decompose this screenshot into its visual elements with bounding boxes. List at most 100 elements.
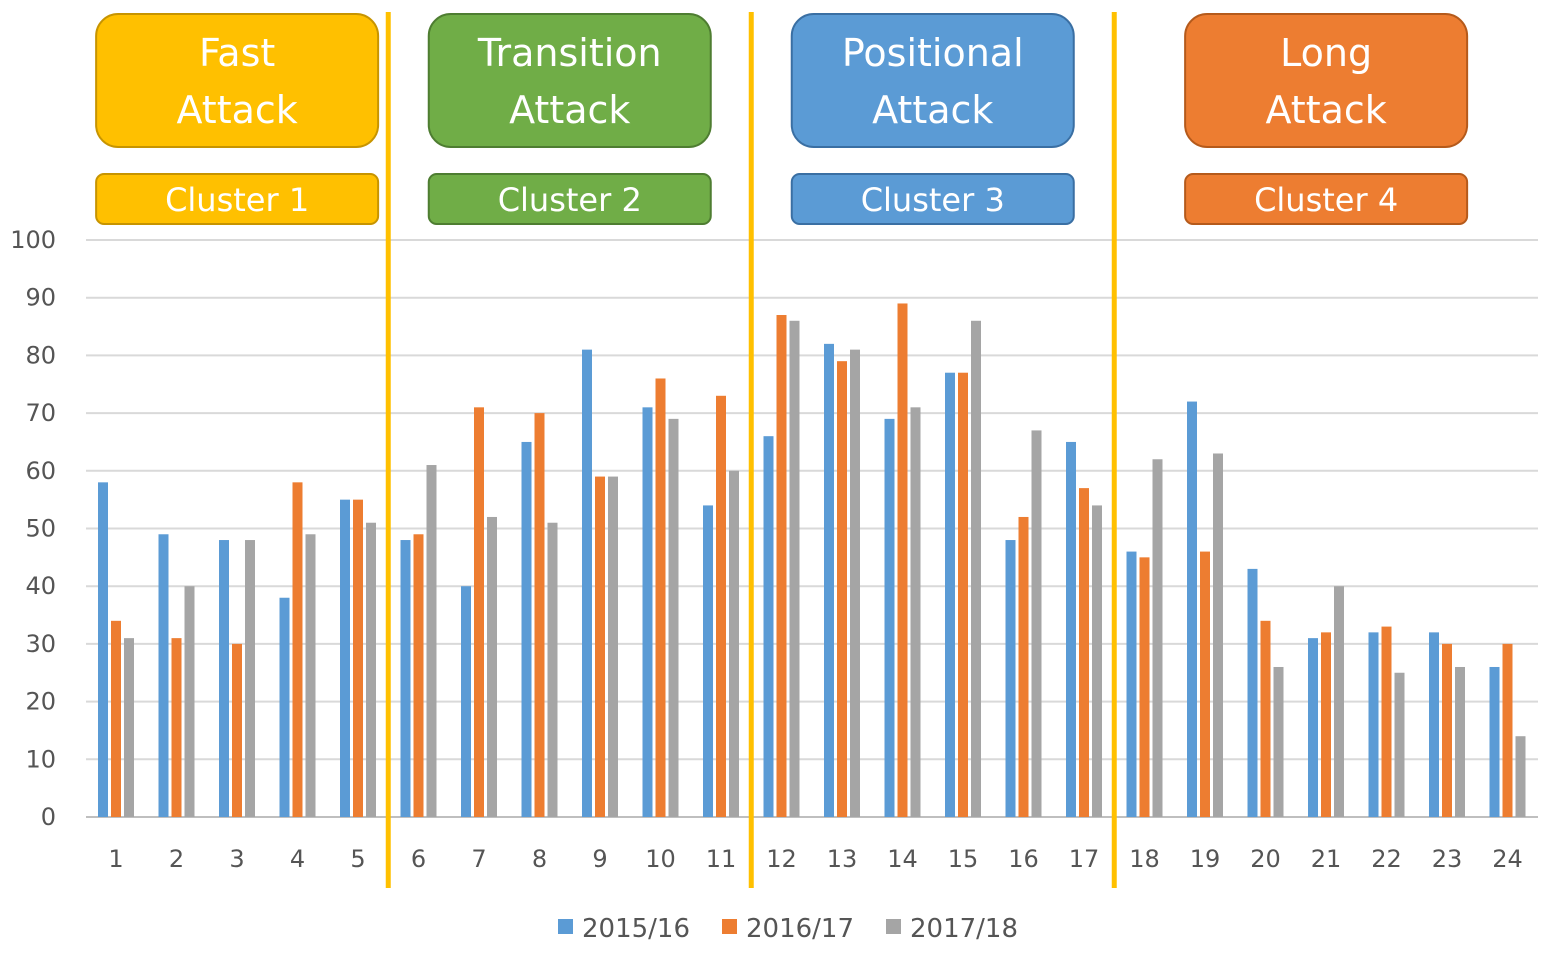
bar: [1502, 643, 1513, 817]
cluster-label: Cluster 2: [498, 181, 642, 219]
x-tick-label: 18: [1129, 845, 1160, 873]
y-tick-label: 20: [25, 688, 56, 716]
x-tick-label: 5: [350, 845, 365, 873]
x-tick-label: 9: [592, 845, 607, 873]
bar: [1092, 505, 1102, 817]
x-tick-label: 7: [471, 845, 486, 873]
bar: [1247, 568, 1258, 817]
bar: [1455, 666, 1465, 817]
x-tick-label: 17: [1069, 845, 1100, 873]
bar: [776, 315, 787, 817]
bar: [971, 320, 981, 817]
x-tick-label: 6: [411, 845, 426, 873]
cluster-label: Cluster 1: [165, 181, 309, 219]
y-tick-label: 10: [25, 745, 56, 773]
bar: [958, 372, 968, 817]
phase-title-line1: Long: [1280, 31, 1372, 75]
x-tick-label: 23: [1432, 845, 1463, 873]
bar: [1321, 632, 1331, 817]
x-tick-label: 24: [1492, 845, 1523, 873]
legend-swatch: [886, 919, 901, 934]
bar: [158, 534, 169, 817]
bar: [1394, 672, 1405, 817]
bar: [716, 395, 726, 817]
bar: [547, 522, 558, 817]
bar: [184, 586, 195, 817]
bar: [461, 586, 471, 817]
bar: [910, 407, 921, 817]
phase-title-line2: Attack: [176, 88, 297, 132]
bar: [608, 476, 618, 817]
legend-swatch: [558, 919, 573, 934]
bar: [1139, 557, 1150, 817]
bar: [884, 418, 895, 817]
x-tick-label: 11: [706, 845, 737, 873]
bar: [1489, 666, 1500, 817]
bar: [1381, 626, 1392, 817]
bar: [789, 320, 800, 817]
phase-title-line2: Attack: [872, 88, 993, 132]
bar: [487, 516, 497, 817]
x-tick-label: 20: [1250, 845, 1281, 873]
bar: [98, 482, 108, 817]
x-tick-label: 13: [827, 845, 858, 873]
bar: [850, 349, 860, 817]
phase-box: [790, 13, 1075, 148]
bar: [1260, 620, 1271, 817]
y-tick-label: 30: [25, 630, 56, 658]
bar: [1018, 516, 1029, 817]
bar: [426, 465, 437, 817]
bar: [340, 499, 350, 817]
cluster-box: [427, 173, 712, 225]
bar: [1429, 632, 1439, 817]
phase-title-line1: Transition: [477, 31, 662, 75]
cluster-box: [95, 173, 380, 225]
legend-label: 2015/16: [582, 914, 690, 944]
bar: [1200, 551, 1210, 817]
bar: [763, 436, 774, 817]
bar: [582, 349, 592, 817]
bar: [1308, 638, 1318, 817]
x-tick-label: 21: [1311, 845, 1342, 873]
cluster-box: [790, 173, 1075, 225]
bar: [232, 643, 242, 817]
bar: [837, 361, 847, 817]
legend-label: 2016/17: [746, 914, 854, 944]
cluster-label: Cluster 3: [861, 181, 1005, 219]
bar: [124, 638, 134, 817]
bar: [279, 597, 290, 817]
phase-title-line2: Attack: [1265, 88, 1386, 132]
y-tick-label: 0: [41, 803, 56, 831]
bar: [1152, 459, 1163, 817]
bar: [292, 482, 303, 817]
bar: [305, 534, 316, 817]
phase-title-line1: Fast: [199, 31, 275, 75]
y-tick-label: 100: [10, 226, 56, 254]
x-tick-label: 2: [169, 845, 184, 873]
x-tick-label: 15: [948, 845, 979, 873]
bar: [1066, 441, 1076, 817]
bar: [729, 470, 739, 817]
bar: [1079, 488, 1089, 817]
bar: [245, 540, 255, 817]
bar: [400, 540, 411, 817]
y-tick-label: 70: [25, 399, 56, 427]
bar: [1031, 430, 1042, 817]
bar: [595, 476, 605, 817]
legend-label: 2017/18: [910, 914, 1018, 944]
x-tick-label: 14: [887, 845, 918, 873]
x-tick-label: 1: [108, 845, 123, 873]
x-tick-label: 19: [1190, 845, 1221, 873]
phase-title-line1: Positional: [842, 31, 1024, 75]
x-tick-label: 3: [229, 845, 244, 873]
bar: [1005, 540, 1016, 817]
bar: [1515, 736, 1526, 817]
y-tick-label: 50: [25, 515, 56, 543]
y-tick-label: 90: [25, 284, 56, 312]
bar: [642, 407, 653, 817]
y-tick-label: 40: [25, 572, 56, 600]
phase-box: [1184, 13, 1469, 148]
bar: [1368, 632, 1379, 817]
bar: [1213, 453, 1223, 817]
